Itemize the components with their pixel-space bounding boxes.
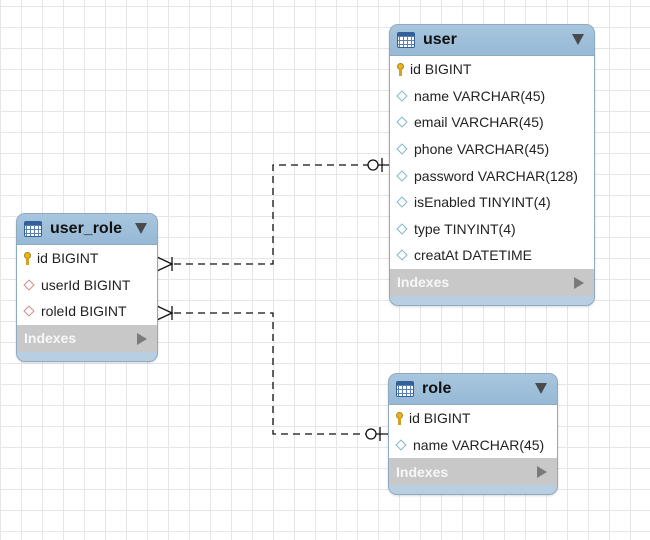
table-footer — [390, 295, 594, 305]
table-name: role — [422, 380, 452, 397]
column-diamond-icon — [396, 143, 408, 155]
table-header[interactable]: role — [389, 374, 557, 405]
triangle-down-icon[interactable] — [535, 383, 547, 394]
indexes-section[interactable]: Indexes — [390, 268, 594, 296]
column-label: id BIGINT — [37, 250, 99, 267]
column-label: userId BIGINT — [41, 276, 131, 293]
column-row[interactable]: email VARCHAR(45) — [390, 109, 594, 136]
column-label: id BIGINT — [410, 61, 472, 78]
one-bar-marker — [376, 427, 388, 441]
foreign-key-diamond-icon — [23, 305, 35, 318]
table-role[interactable]: role id BIGINT name VARCHAR(45) Indexes — [388, 373, 558, 496]
triangle-right-icon[interactable] — [137, 332, 147, 345]
optional-one-marker — [365, 428, 377, 440]
column-diamond-icon — [396, 196, 408, 208]
column-row[interactable]: id BIGINT — [17, 245, 157, 272]
column-diamond-icon — [396, 223, 408, 235]
column-row[interactable]: name VARCHAR(45) — [390, 83, 594, 110]
column-row[interactable]: phone VARCHAR(45) — [390, 136, 594, 163]
table-user[interactable]: user id BIGINT name VARCHAR(45) email VA… — [389, 24, 595, 306]
column-diamond-icon — [395, 439, 407, 451]
column-label: isEnabled TINYINT(4) — [414, 194, 551, 211]
column-label: name VARCHAR(45) — [414, 87, 546, 104]
table-icon — [397, 32, 415, 48]
column-row[interactable]: name VARCHAR(45) — [389, 432, 557, 459]
key-icon — [397, 62, 404, 76]
table-footer — [389, 485, 557, 495]
column-row[interactable]: type TINYINT(4) — [390, 216, 594, 243]
column-diamond-icon — [396, 170, 408, 182]
indexes-label: Indexes — [24, 330, 77, 347]
key-icon — [24, 251, 31, 265]
column-label: id BIGINT — [409, 410, 471, 427]
column-diamond-icon — [396, 249, 408, 262]
table-icon — [396, 381, 414, 397]
triangle-down-icon[interactable] — [135, 223, 147, 234]
table-header[interactable]: user_role — [17, 214, 157, 245]
indexes-section[interactable]: Indexes — [17, 324, 157, 352]
column-label: email VARCHAR(45) — [414, 114, 544, 131]
column-diamond-icon — [396, 90, 408, 102]
column-row[interactable]: id BIGINT — [390, 56, 594, 83]
crowfoot-many-marker — [156, 305, 174, 321]
column-label: roleId BIGINT — [41, 303, 127, 320]
column-row[interactable]: id BIGINT — [389, 405, 557, 432]
column-row[interactable]: password VARCHAR(128) — [390, 162, 594, 189]
triangle-right-icon[interactable] — [537, 466, 547, 479]
key-icon — [396, 411, 403, 425]
relationship-line-user-role-to-role[interactable] — [174, 312, 367, 435]
triangle-down-icon[interactable] — [572, 34, 584, 45]
column-row[interactable]: isEnabled TINYINT(4) — [390, 189, 594, 216]
table-icon — [24, 221, 42, 237]
column-label: password VARCHAR(128) — [414, 167, 578, 184]
indexes-label: Indexes — [397, 274, 450, 291]
indexes-label: Indexes — [396, 463, 449, 480]
indexes-section[interactable]: Indexes — [389, 458, 557, 486]
column-row[interactable]: roleId BIGINT — [17, 298, 157, 325]
column-row[interactable]: creatAt DATETIME — [390, 242, 594, 269]
one-bar-marker — [378, 158, 390, 172]
table-user-role[interactable]: user_role id BIGINT userId BIGINT roleId… — [16, 213, 158, 362]
table-footer — [17, 351, 157, 361]
column-diamond-icon — [396, 116, 408, 129]
column-row[interactable]: userId BIGINT — [17, 272, 157, 299]
column-label: creatAt DATETIME — [414, 247, 532, 264]
table-name: user_role — [50, 220, 123, 237]
optional-one-marker — [367, 159, 379, 171]
column-label: type TINYINT(4) — [414, 220, 516, 237]
column-label: name VARCHAR(45) — [413, 436, 545, 453]
crowfoot-many-marker — [156, 256, 174, 272]
foreign-key-diamond-icon — [23, 279, 35, 291]
table-header[interactable]: user — [390, 25, 594, 56]
table-name: user — [423, 31, 457, 48]
relationship-line-user-role-to-user[interactable] — [174, 164, 369, 265]
column-label: phone VARCHAR(45) — [414, 141, 550, 158]
triangle-right-icon[interactable] — [574, 276, 584, 289]
